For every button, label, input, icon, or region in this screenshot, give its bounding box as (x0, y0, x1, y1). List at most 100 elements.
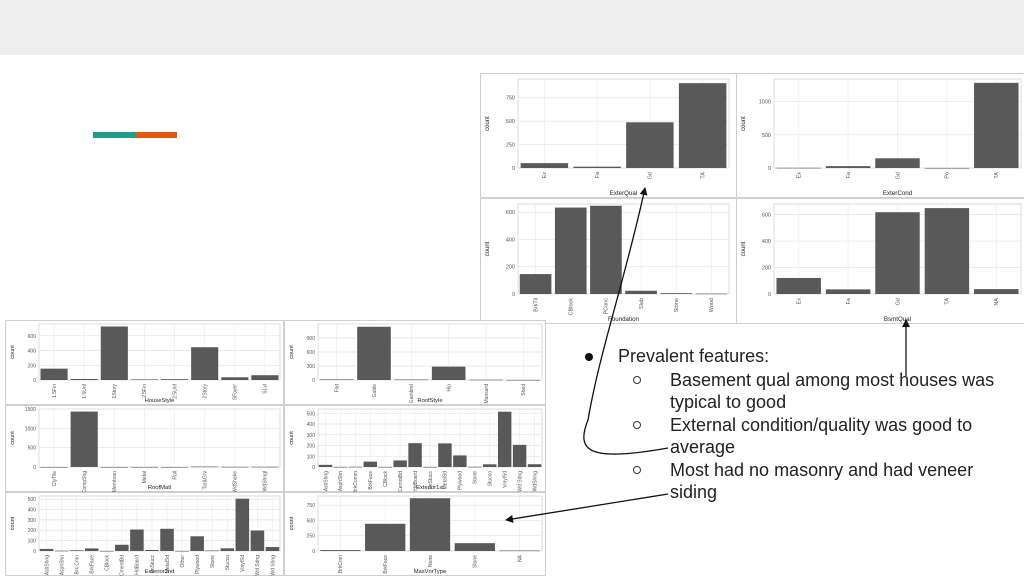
x-tick-label: Roll (172, 471, 178, 480)
bar-gd (875, 212, 920, 294)
y-tick-label: 600 (28, 334, 37, 340)
bar-plywood (453, 455, 467, 467)
x-tick-label: Membran (112, 471, 118, 492)
sub-bullet-basement: Basement qual among most houses was typi… (585, 369, 1015, 413)
y-tick-label: 750 (506, 96, 515, 102)
bar-shed (506, 379, 541, 381)
bar-stucco (220, 548, 235, 551)
x-tick-label: 2.5Fin (142, 384, 148, 398)
x-tick-label: Wd Sdng (517, 471, 523, 492)
x-tick-label: Gd (895, 172, 901, 179)
x-tick-label: MetalSd (165, 555, 171, 574)
x-tick-label: ImStucc (150, 555, 156, 574)
x-tick-label: Stucco (488, 471, 494, 487)
x-tick-label: VinylSd (240, 555, 246, 572)
x-tick-label: Gable (372, 384, 378, 398)
bar-gambrel (394, 379, 429, 381)
x-tick-label: Slab (639, 298, 645, 309)
bar-wdshake (221, 466, 249, 468)
bar-hdboard (408, 443, 422, 467)
bar-cblock (100, 550, 114, 552)
y-axis-label: count (741, 241, 747, 256)
x-tick-label: 1.5Unf (82, 383, 88, 398)
bar-imstucc (423, 466, 437, 468)
x-tick-label: Stone (674, 298, 680, 312)
y-tick-label: 0 (33, 378, 36, 384)
bar-stone (454, 543, 495, 551)
x-axis-label: BsmtQual (884, 316, 911, 323)
y-tick-label: 0 (512, 292, 515, 298)
bar-vinylsd (497, 411, 512, 467)
bar-2-5unf (161, 379, 189, 380)
bar-1-5unf (70, 378, 98, 380)
y-tick-label: 300 (307, 433, 316, 439)
y-tick-label: 200 (28, 363, 37, 369)
bar-na (974, 289, 1019, 294)
x-tick-label: Fa (846, 297, 852, 304)
bar-slab (625, 290, 657, 294)
y-tick-label: 0 (312, 378, 315, 384)
bar-ex (776, 277, 821, 294)
y-tick-label: 500 (28, 446, 37, 452)
bar-ex (776, 167, 821, 169)
bar-hip (431, 366, 466, 380)
x-tick-label: VinylSd (502, 471, 508, 488)
x-axis-label: ExterQual (610, 190, 638, 197)
y-tick-label: 500 (28, 497, 37, 503)
y-tick-label: 0 (312, 549, 315, 555)
x-tick-label: Metal (142, 471, 148, 483)
sub-bullet-exterior: External condition/quality was good to a… (585, 414, 1015, 458)
x-tick-label: Wd Sdng (255, 555, 261, 576)
x-tick-label: AsbShng (323, 471, 329, 492)
sub-bullet-text: External condition/quality was good to a… (670, 415, 973, 457)
bar-brkface (365, 523, 406, 551)
x-tick-label: ImStucc (428, 471, 434, 490)
bar-brk-cmn (69, 550, 84, 551)
x-tick-label: CBlock (105, 555, 111, 571)
bullet-list: Prevalent features: Basement qual among … (585, 344, 1015, 503)
bullet-dot-icon (585, 353, 593, 361)
bar-plywood (190, 536, 204, 551)
x-tick-label: PConc (604, 298, 610, 315)
bar-asphshn (333, 466, 348, 468)
y-tick-label: 100 (307, 454, 316, 460)
x-tick-label: WdShing (532, 471, 538, 492)
x-axis-label: RoofStyle (417, 398, 442, 404)
x-tick-label: HdBoard (413, 471, 419, 491)
x-tick-label: Fa (846, 171, 852, 178)
x-tick-label: Other (180, 555, 186, 568)
y-tick-label: 600 (762, 213, 771, 219)
sub-bullet-masonry: Most had no masonry and had veneer sidin… (585, 459, 1015, 503)
bar-wd-sdng (512, 444, 527, 467)
bullet-heading: Prevalent features: (585, 344, 1015, 368)
bar-stucco (483, 464, 497, 467)
x-tick-label: BrkFace (90, 555, 96, 574)
x-tick-label: WdShngl (263, 471, 269, 491)
x-axis-label: ExterCond (883, 190, 913, 197)
bar-asbshng (39, 548, 54, 551)
bar-slvl (251, 375, 279, 380)
bar-membran (100, 466, 128, 468)
x-tick-label: BrkTil (533, 298, 539, 312)
bar-metal (130, 466, 158, 468)
x-tick-label: AsphShn (59, 555, 65, 576)
sub-bullet-circle-icon (633, 376, 641, 384)
x-tick-label: NA (517, 554, 523, 562)
x-tick-label: MetalSd (443, 471, 449, 490)
y-axis-label: count (485, 241, 491, 256)
bar-pconc (590, 205, 622, 294)
x-tick-label: Brk Cmn (74, 555, 80, 575)
y-tick-label: 200 (307, 444, 316, 450)
x-tick-label: Mansard (484, 384, 490, 404)
title-accent-orange (136, 132, 177, 138)
y-tick-label: 400 (762, 239, 771, 245)
x-axis-label: RoofMatl (148, 485, 171, 491)
bar-tar-grv (191, 466, 219, 468)
bar-ta (678, 83, 727, 168)
bar-ta (974, 82, 1019, 168)
x-axis-label: Exterior2nd (145, 569, 175, 575)
